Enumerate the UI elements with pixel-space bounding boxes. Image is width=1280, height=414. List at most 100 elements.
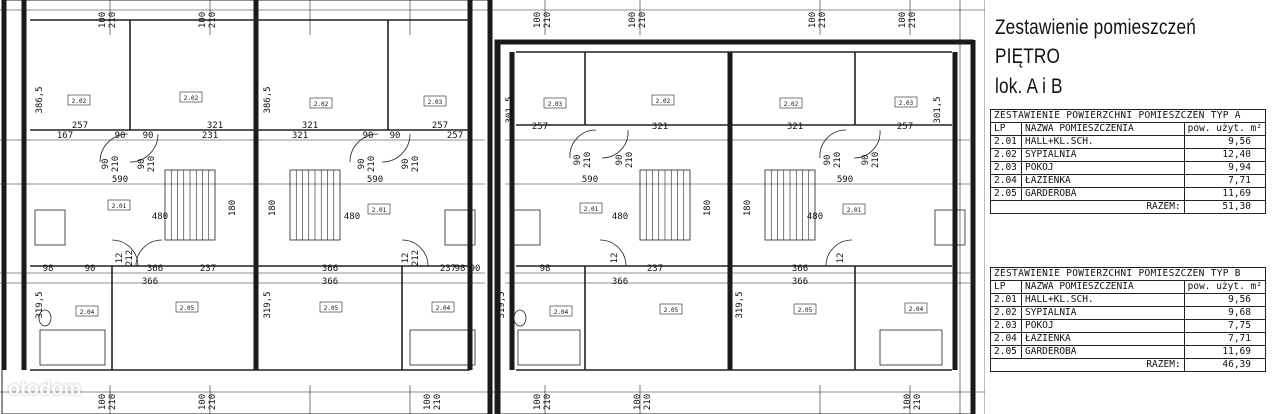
table-title: ZESTAWIENIE POWIERZCHNI POMIESZCZEŃ TYP … — [990, 267, 1266, 281]
dimension-label: 237 — [200, 264, 216, 274]
dimension-label: 321 — [207, 121, 223, 131]
cell-lp: 2.02 — [990, 306, 1022, 320]
dimension-label: 319,5 — [735, 291, 745, 318]
table-total-row: RAZEM: 51,30 — [990, 200, 1267, 214]
room-label: 2.02 — [784, 101, 799, 108]
dimension-label: 180 — [268, 200, 278, 216]
dimension-label: 98 — [540, 264, 551, 274]
dimension-label: 180 — [743, 200, 753, 216]
room-label: 2.05 — [324, 305, 339, 312]
door-label: 12 — [836, 253, 846, 264]
dimension-label: 237 — [647, 264, 663, 274]
room-label: 2.02 — [656, 98, 671, 105]
room-label: 2.04 — [436, 305, 451, 312]
door-label: 210 — [208, 394, 218, 410]
cell-lp: 2.05 — [990, 187, 1022, 201]
dimension-label: 180 — [228, 200, 238, 216]
door-label: 212 — [125, 250, 135, 266]
dimension-label: 257 — [72, 121, 88, 131]
dimension-label: 319,5 — [263, 291, 273, 318]
cell-name: POKÓJ — [1021, 319, 1185, 333]
door-label: 100 — [423, 394, 433, 410]
dimension-label: 90 — [85, 264, 96, 274]
door-label: 100 — [633, 394, 643, 410]
door-label: 100 — [808, 12, 818, 28]
dimension-label: 321 — [302, 121, 318, 131]
cell-area: 9,68 — [1183, 306, 1267, 320]
dimension-label: 167 — [57, 131, 73, 141]
door-label: 210 — [625, 152, 635, 168]
door-label: 210 — [871, 152, 881, 168]
door-label: 100 — [98, 394, 108, 410]
column-header-area: pow. użyt. m² — [1183, 122, 1267, 136]
cell-area: 9,56 — [1183, 293, 1267, 307]
heading-units: lok. A i B — [995, 75, 1063, 98]
column-header-lp: LP — [990, 122, 1022, 136]
dimension-label: 319,5 — [35, 291, 45, 318]
cell-name: SYPIALNIA — [1021, 148, 1185, 162]
door-label: 90 — [137, 159, 147, 170]
total-label: RAZEM: — [1021, 200, 1185, 214]
cell-area: 9,94 — [1183, 161, 1267, 175]
dimension-label: 98 — [455, 264, 466, 274]
cell-area: 7,75 — [1183, 319, 1267, 333]
door-label: 210 — [643, 394, 653, 410]
cell-lp: 2.04 — [990, 332, 1022, 346]
column-header-area: pow. użyt. m² — [1183, 280, 1267, 294]
cell-lp: 2.03 — [990, 319, 1022, 333]
total-label: RAZEM: — [1021, 358, 1185, 372]
dimension-label: 90 — [470, 264, 481, 274]
cell-name: GARDEROBA — [1021, 187, 1185, 201]
cell-name: HALL+KL.SCH. — [1021, 135, 1185, 149]
dimension-label: 257 — [432, 121, 448, 131]
cell-lp: 2.05 — [990, 345, 1022, 359]
door-label: 210 — [108, 12, 118, 28]
door-label: 210 — [543, 12, 553, 28]
cell-lp: 2.01 — [990, 135, 1022, 149]
door-label: 210 — [367, 156, 377, 172]
dimension-label: 90 — [143, 131, 154, 141]
cell-area: 7,71 — [1183, 174, 1267, 188]
door-label: 100 — [903, 394, 913, 410]
dimension-label: 319,5 — [497, 291, 507, 318]
door-label: 12 — [401, 253, 411, 264]
room-label: 2.05 — [180, 305, 195, 312]
dimension-label: 257 — [532, 122, 548, 132]
cell-area: 9,56 — [1183, 135, 1267, 149]
door-label: 210 — [583, 152, 593, 168]
dimension-label: 98 — [43, 264, 54, 274]
dimension-label: 321 — [292, 131, 308, 141]
cell-name: POKÓJ — [1021, 161, 1185, 175]
cell-name: ŁAZIENKA — [1021, 174, 1185, 188]
door-label: 100 — [198, 12, 208, 28]
dimension-label: 366 — [792, 277, 808, 287]
floor-plan-drawing: 2.022.022.022.032.012.012.042.052.052.04… — [0, 0, 985, 414]
column-header-lp: LP — [990, 280, 1022, 294]
door-label: 210 — [543, 394, 553, 410]
dimension-label: 180 — [703, 200, 713, 216]
dimension-label: 301,5 — [505, 96, 515, 123]
cell-area: 11,69 — [1183, 345, 1267, 359]
dimension-label: 386,5 — [263, 86, 273, 113]
heading-floor: PIĘTRO — [995, 45, 1061, 68]
cell-lp: 2.01 — [990, 293, 1022, 307]
room-table-type-b: ZESTAWIENIE POWIERZCHNI POMIESZCZEŃ TYP … — [990, 267, 1267, 372]
cell-lp: 2.02 — [990, 148, 1022, 162]
door-label: 12 — [115, 253, 125, 264]
cell-name: SYPIALNIA — [1021, 306, 1185, 320]
room-label: 2.01 — [112, 203, 127, 210]
room-label: 2.02 — [72, 98, 87, 105]
total-value: 51,30 — [1183, 200, 1267, 214]
room-label: 2.04 — [909, 306, 924, 313]
door-label: 210 — [108, 394, 118, 410]
dimension-label: 480 — [612, 212, 628, 222]
door-label: 210 — [111, 156, 121, 172]
door-label: 100 — [533, 394, 543, 410]
